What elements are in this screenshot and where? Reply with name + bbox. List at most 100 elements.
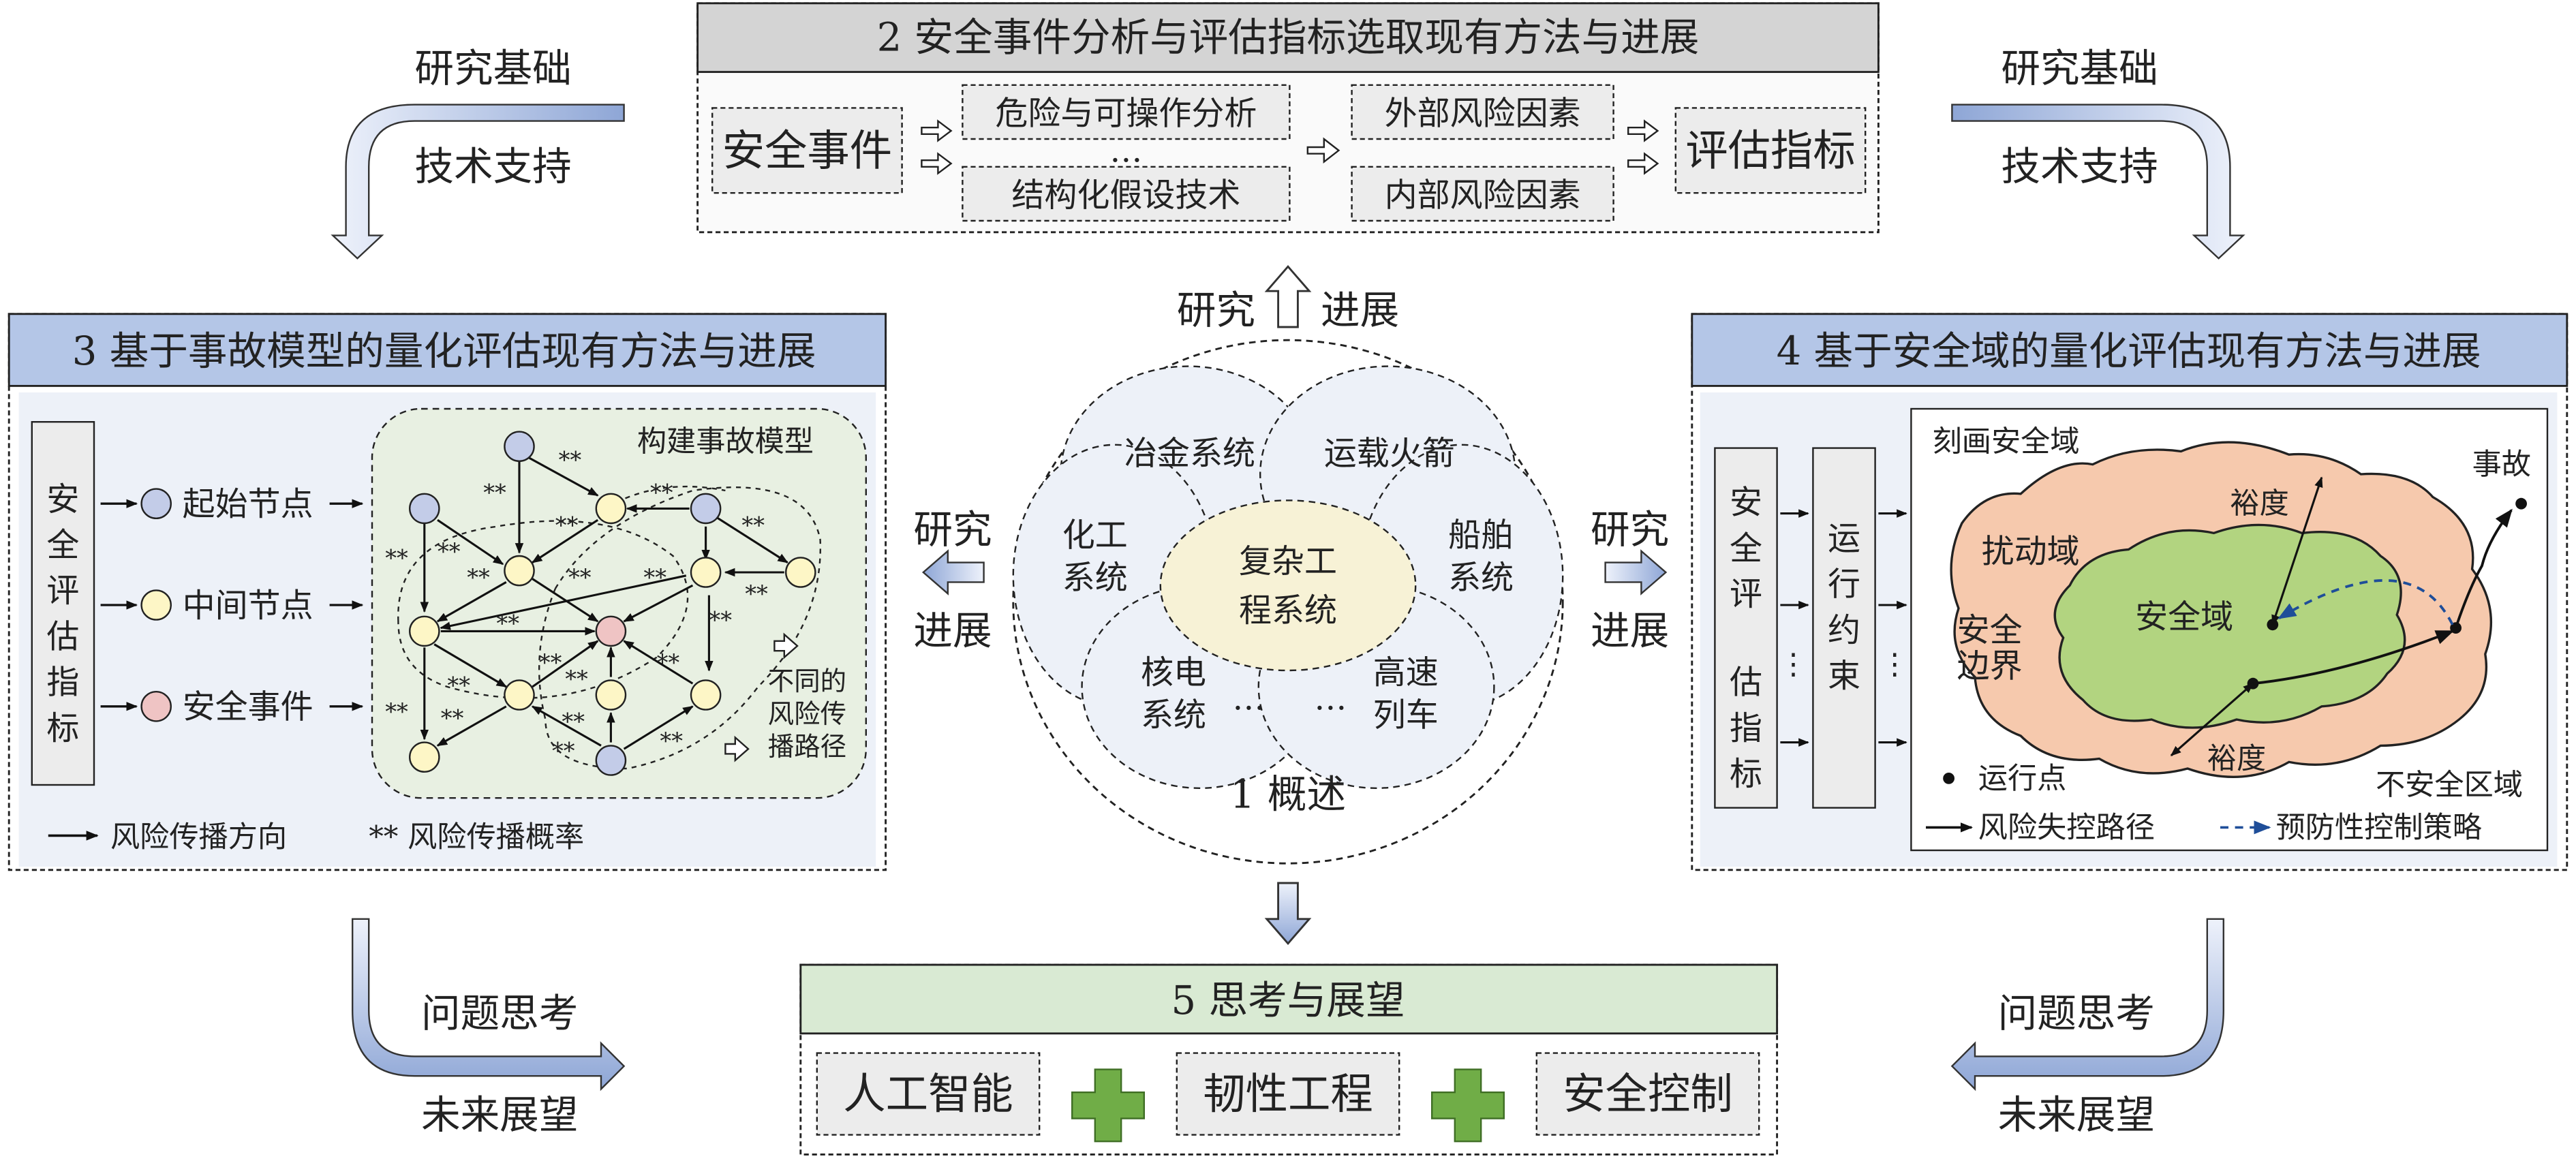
- vdots-2: ⋮: [1880, 647, 1910, 681]
- svg-text:**: **: [555, 512, 579, 538]
- section-2-title: 2 安全事件分析与评估指标选取现有方法与进展: [877, 14, 1700, 60]
- section-1-title: 1 概述: [1230, 772, 1346, 818]
- right-top-label: 研究: [1591, 507, 1669, 553]
- tr-bottom-label: 技术支持: [2001, 144, 2158, 189]
- right-bottom-label: 进展: [1591, 608, 1669, 654]
- double-arrow-icon: [921, 119, 953, 175]
- paths-label-1: 不同的: [768, 666, 846, 697]
- ship-label-1: 船舶: [1448, 516, 1514, 555]
- section-3-header: [7, 313, 887, 387]
- plus-icon: [1431, 1068, 1505, 1143]
- up-left-label: 研究: [1177, 288, 1255, 333]
- svg-text:**: **: [565, 666, 588, 692]
- internal-label: 内部风险因素: [1385, 176, 1581, 214]
- vertical-char: 全: [1730, 529, 1762, 568]
- curved-arrow-icon: [352, 918, 626, 1092]
- svg-text:**: **: [438, 538, 461, 565]
- mid-node: [504, 555, 535, 587]
- vertical-char: 评: [46, 572, 79, 610]
- bl-top-label: 问题思考: [421, 991, 578, 1036]
- tl-bottom-label: 技术支持: [414, 144, 571, 189]
- left-top-label: 研究: [913, 507, 992, 553]
- connector-bottom-right: 问题思考 未来展望: [1950, 918, 2224, 1138]
- margin-top-arrow: [2271, 476, 2323, 626]
- accident-label: 事故: [2472, 448, 2531, 482]
- legend-point-icon: [1943, 773, 1954, 784]
- structural-label: 结构化假设技术: [1011, 176, 1240, 214]
- paths-arrow-icon: [724, 735, 750, 762]
- vertical-char: 标: [1730, 755, 1762, 793]
- mid-node: [690, 557, 722, 588]
- accident-point: [2515, 497, 2527, 510]
- vertical-char: 指: [1730, 709, 1762, 747]
- ai-label: 人工智能: [843, 1069, 1013, 1119]
- metallurgy-label: 冶金系统: [1124, 435, 1255, 473]
- control-label: 安全控制: [1563, 1069, 1733, 1119]
- event-node-icon: [140, 691, 172, 722]
- vertical-char: 约: [1828, 611, 1860, 649]
- paths-label-3: 播路径: [768, 732, 846, 762]
- svg-text:**: **: [650, 479, 673, 506]
- mid-node: [595, 679, 627, 711]
- probability-marks: ** ** ** ** ** ** ** ** ** ** ** ** ** *…: [385, 446, 768, 764]
- vertical-char: 运: [1828, 519, 1860, 557]
- section-4-header: [1691, 313, 2569, 387]
- ship-label-2: 系统: [1448, 559, 1514, 597]
- section-5-title: 5 思考与展望: [1171, 978, 1405, 1023]
- rail-label-2: 列车: [1373, 696, 1439, 734]
- section-3-title: 3 基于事故模型的量化评估现有方法与进展: [72, 328, 816, 374]
- start-node-icon: [140, 488, 172, 519]
- svg-text:**: **: [643, 564, 666, 591]
- svg-text:**: **: [496, 610, 519, 636]
- curved-arrow-icon: [1950, 918, 2224, 1092]
- safety-event-box: [711, 107, 903, 194]
- start-node: [409, 493, 440, 525]
- connector-left: 研究 进展: [913, 507, 992, 654]
- indicators-box: [1674, 107, 1867, 194]
- nuclear-label-2: 系统: [1141, 696, 1206, 734]
- start-node: [595, 745, 627, 776]
- section-1: 复杂工 程系统 冶金系统 运载火箭 化工 系统 船舶 系统 核电 系统 高速 列…: [1012, 339, 1564, 865]
- curved-arrow-icon: [331, 104, 625, 260]
- hazop-box: [962, 84, 1291, 140]
- paths-arrow-icon: [773, 632, 799, 660]
- vertical-char: 指: [46, 664, 79, 702]
- svg-text:**: **: [441, 705, 464, 732]
- vertical-char: 安: [1730, 484, 1762, 522]
- mid-node: [690, 679, 722, 711]
- connector-up: 研究 进展: [1177, 265, 1399, 333]
- mid-node: [595, 493, 627, 525]
- vertical-char: 估: [46, 617, 79, 655]
- svg-text:**: **: [745, 580, 768, 607]
- indicators-vertical-text: 安 全 评 估 指 标: [46, 480, 79, 747]
- margin-top-label: 裕度: [2230, 487, 2288, 521]
- structural-box: [962, 166, 1291, 222]
- plus-icon: [1071, 1068, 1145, 1143]
- vertical-char: 评: [1730, 575, 1762, 613]
- unsafe-label: 不安全区域: [2376, 768, 2523, 802]
- model-label: 构建事故模型: [637, 424, 814, 459]
- resilience-box: [1176, 1052, 1400, 1136]
- vertical-char: 全: [46, 526, 79, 564]
- indicators-vertical-box: [31, 421, 95, 786]
- down-arrow-icon: [1264, 882, 1312, 945]
- double-arrow-icon: [1627, 119, 1659, 175]
- svg-text:**: **: [709, 607, 732, 634]
- resilience-label: 韧性工程: [1203, 1069, 1373, 1119]
- legend-strategy-label: 预防性控制策略: [2276, 811, 2482, 845]
- svg-text:**: **: [385, 698, 408, 725]
- br-top-label: 问题思考: [1998, 991, 2155, 1036]
- legend-arrow-label: 风险传播方向: [110, 820, 287, 854]
- chemical-label-1: 化工: [1062, 516, 1128, 555]
- accident-model-box: [371, 407, 867, 799]
- mid-node: [785, 557, 816, 588]
- vertical-char: 束: [1828, 657, 1860, 695]
- svg-text:**: **: [559, 446, 582, 473]
- methods-ellipsis: …: [1109, 132, 1142, 170]
- internal-box: [1351, 166, 1614, 222]
- rail-label-1: 高速: [1373, 653, 1439, 692]
- svg-text:**: **: [568, 564, 592, 591]
- vertical-char: 安: [46, 480, 79, 518]
- svg-text:**: **: [483, 479, 506, 506]
